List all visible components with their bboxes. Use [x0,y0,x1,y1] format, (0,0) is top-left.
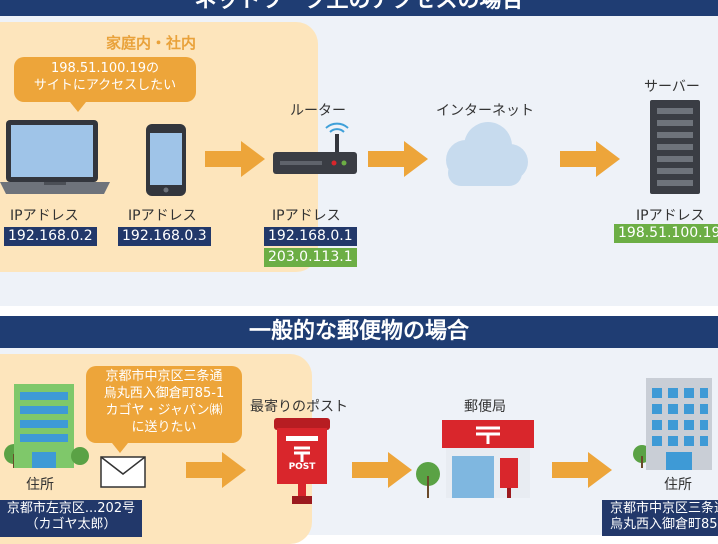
laptop-ip-label: IPアドレス [10,208,79,224]
sender-address-label: 住所 [26,477,54,493]
arrow-right-icon [205,141,265,177]
mail-bubble-line-2: 烏丸西入御倉町85-1 [103,386,225,401]
mail-speech-bubble: 京都市中京区三条通 烏丸西入御倉町85-1 カゴヤ・ジャパン㈱ に送りたい [86,366,242,453]
cloud-icon [446,122,528,186]
server-title: サーバー [644,79,700,95]
router-ip-label: IPアドレス [272,208,341,224]
sender-address-line-1: 京都市左京区...202号 [6,501,136,516]
mail-bubble-line-1: 京都市中京区三条通 [105,369,223,384]
section1-title: ネットワーク上のアクセスの場合 [194,0,524,13]
laptop-ip-address: 192.168.0.2 [4,227,97,246]
internet-title: インターネット [436,103,534,119]
smartphone-icon [146,124,186,196]
arrow-right-icon [352,452,412,488]
router-ip-private: 192.168.0.1 [264,227,357,246]
mail-bubble-line-3: カゴヤ・ジャパン㈱ [105,403,223,418]
server-ip-label: IPアドレス [636,208,705,224]
arrow-right-icon [368,141,428,177]
server-ip-address: 198.51.100.19 [614,224,718,243]
house-building-icon [4,384,89,468]
mailbox-post-text: POST [288,462,316,472]
dest-address: 京都市中京区三条通 烏丸西入御倉町85-1 [602,500,718,536]
post-office-icon [416,420,534,498]
mailbox-icon [274,418,330,504]
bubble-line-1: 198.51.100.19の [50,61,160,76]
dest-address-label: 住所 [664,477,692,493]
arrow-right-icon [186,452,246,488]
mail-bubble-line-4: に送りたい [131,420,197,435]
dest-address-line-1: 京都市中京区三条通 [610,501,718,516]
section2-title: 一般的な郵便物の場合 [248,319,469,344]
phone-ip-label: IPアドレス [128,208,197,224]
dest-address-line-2: 烏丸西入御倉町85-1 [610,517,718,532]
post-office-title: 郵便局 [464,399,506,415]
access-speech-bubble: 198.51.100.19の サイトにアクセスしたい [14,57,196,112]
sender-address: 京都市左京区...202号 （カゴヤ太郎） [0,500,142,537]
phone-ip-address: 192.168.0.3 [118,227,211,246]
server-icon [650,100,700,194]
arrow-right-icon [560,141,620,177]
envelope-icon [100,456,146,488]
section2-banner: 一般的な郵便物の場合 [0,316,718,348]
section1-banner: ネットワーク上のアクセスの場合 [0,0,718,16]
sender-address-line-2: （カゴヤ太郎） [25,517,117,532]
mailbox-title: 最寄りのポスト [250,399,348,415]
arrow-right-icon [552,452,612,488]
router-title: ルーター [290,103,346,119]
router-icon [273,122,357,174]
home-area-title: 家庭内・社内 [106,34,197,52]
router-ip-global: 203.0.113.1 [264,248,357,267]
bubble-line-2: サイトにアクセスしたい [33,78,177,93]
laptop-icon [0,120,110,194]
office-building-icon [633,378,712,470]
